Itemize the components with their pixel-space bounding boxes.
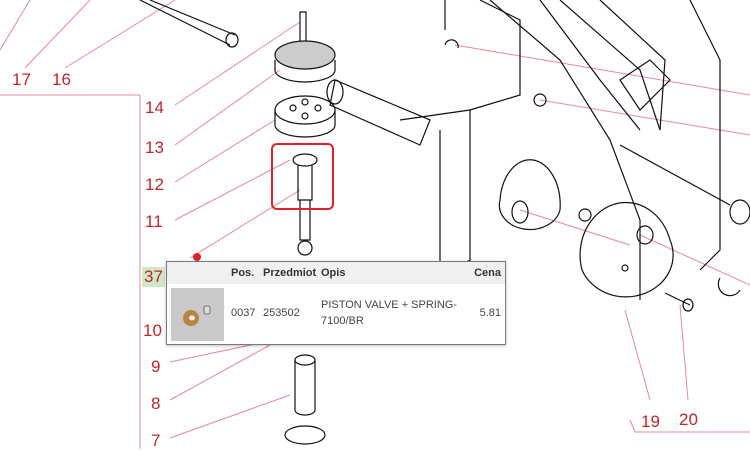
label-7[interactable]: 7	[151, 431, 161, 450]
label-20[interactable]: 20	[679, 410, 698, 429]
row-price: 5.81	[479, 307, 501, 319]
label-16[interactable]: 16	[52, 70, 71, 89]
part-thumbnail	[171, 288, 224, 341]
tooltip-row: 0037 253502 PISTON VALVE + SPRING- 7100/…	[167, 284, 505, 344]
label-10[interactable]: 10	[143, 321, 162, 340]
part-image-icon	[183, 305, 211, 326]
row-pos: 0037	[231, 307, 256, 319]
header-price: Cena	[474, 267, 501, 279]
header-pos: Pos.	[231, 267, 255, 279]
label-12[interactable]: 12	[145, 175, 164, 194]
parts-drawing	[139, 0, 750, 445]
part-tooltip: Pos. Przedmiot Opis Cena 0037 253502 PIS…	[166, 261, 506, 345]
label-8[interactable]: 8	[151, 394, 161, 413]
label-11[interactable]: 11	[145, 212, 163, 231]
header-item: Przedmiot	[263, 267, 317, 279]
label-13[interactable]: 13	[145, 138, 164, 157]
header-desc: Opis	[321, 267, 346, 279]
label-14[interactable]: 14	[145, 98, 164, 117]
label-9[interactable]: 9	[151, 357, 161, 376]
label-17[interactable]: 17	[12, 70, 31, 89]
row-desc-line1: PISTON VALVE + SPRING-	[321, 299, 458, 311]
highlight-box	[271, 143, 334, 210]
pin-marker	[193, 253, 201, 261]
label-19[interactable]: 19	[641, 412, 660, 431]
label-37[interactable]: 37	[142, 267, 165, 287]
row-item: 253502	[263, 307, 300, 319]
tooltip-header: Pos. Przedmiot Opis Cena	[167, 262, 505, 284]
row-desc-line2: 7100/BR	[321, 315, 364, 327]
